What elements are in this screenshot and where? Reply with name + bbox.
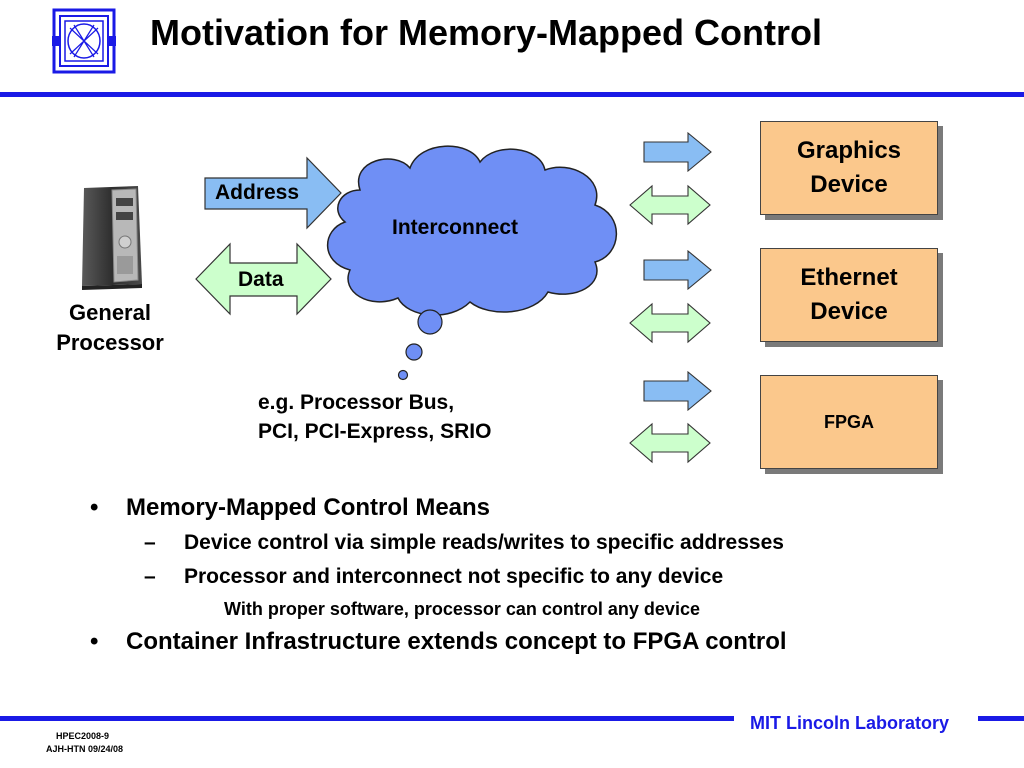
sub-bullet-item: – Processor and interconnect not specifi…: [90, 560, 990, 594]
thought-bubble-medium: [405, 343, 423, 361]
bullet-text: Memory-Mapped Control Means: [126, 494, 491, 521]
bullet-marker: •: [90, 494, 99, 521]
footer-rule-right: [978, 716, 1024, 721]
example-line-2: PCI, PCI-Express, SRIO: [258, 420, 492, 443]
fpga-single-arrow: [643, 370, 712, 412]
sub-sub-bullet-item: With proper software, processor can cont…: [90, 594, 990, 624]
graphics-double-arrow: [629, 184, 711, 226]
dash-marker: –: [144, 565, 156, 588]
mit-ll-logo: [52, 8, 116, 74]
lab-name: MIT Lincoln Laboratory: [750, 713, 950, 733]
computer-tower-icon: [82, 186, 142, 290]
sub-bullet-item: – Device control via simple reads/writes…: [90, 526, 990, 560]
graphics-single-arrow: [643, 131, 712, 173]
fpga-device-label: FPGA: [823, 412, 874, 432]
data-double-arrow: [195, 242, 332, 316]
bullet-list: • Memory-Mapped Control Means – Device c…: [90, 490, 990, 660]
ethernet-double-arrow: [629, 302, 711, 344]
fpga-device-box: FPGA: [760, 375, 938, 469]
sub-bullet-text: Device control via simple reads/writes t…: [184, 531, 784, 554]
sub-bullet-text: Processor and interconnect not specific …: [184, 565, 724, 588]
thought-bubble-large: [417, 309, 443, 335]
fpga-double-arrow: [629, 422, 711, 464]
ethernet-device-label: Ethernet Device: [800, 264, 898, 325]
bullet-item: • Memory-Mapped Control Means: [90, 490, 990, 526]
address-label: Address: [215, 181, 300, 204]
processor-label: General Processor: [56, 300, 164, 355]
author-date: AJH-HTN 09/24/08: [46, 744, 124, 754]
bullet-text: Container Infrastructure extends concept…: [126, 628, 787, 655]
title-rule: [0, 92, 1024, 97]
thought-bubble-small: [397, 369, 409, 381]
bullet-marker: •: [90, 628, 99, 655]
address-arrow: [204, 156, 342, 230]
dash-marker: –: [144, 531, 156, 554]
ethernet-device-box: Ethernet Device: [760, 248, 938, 342]
interconnect-cloud: [326, 145, 618, 316]
graphics-device-box: Graphics Device: [760, 121, 938, 215]
interconnect-label: Interconnect: [392, 216, 519, 239]
footer-rule-left: [0, 716, 734, 721]
bullet-item: • Container Infrastructure extends conce…: [90, 624, 990, 660]
example-line-1: e.g. Processor Bus,: [258, 391, 455, 414]
sub-sub-bullet-text: With proper software, processor can cont…: [224, 599, 700, 619]
slide-id: HPEC2008-9: [56, 731, 110, 741]
data-label: Data: [238, 268, 284, 291]
ethernet-single-arrow: [643, 249, 712, 291]
graphics-device-label: Graphics Device: [796, 137, 902, 198]
slide-title: Motivation for Memory-Mapped Control: [150, 12, 822, 53]
